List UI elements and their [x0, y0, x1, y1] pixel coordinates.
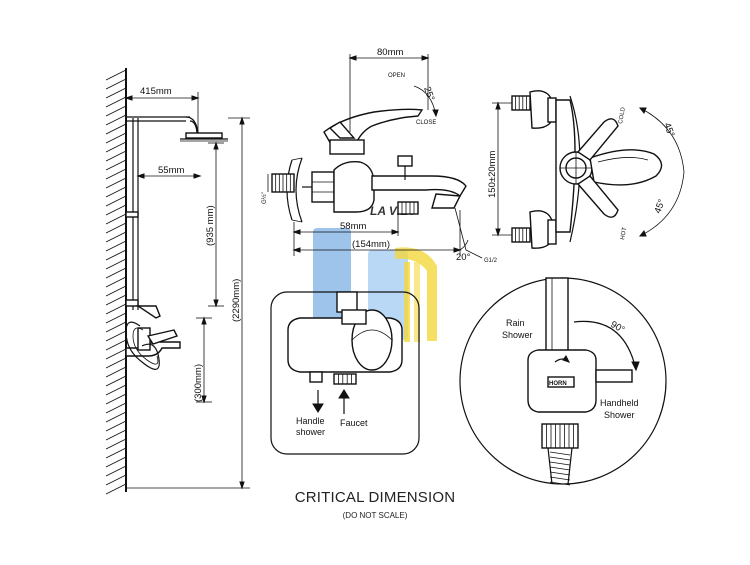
dim-outlet-angle: 20° [456, 252, 471, 263]
dim-handle-angle: 25° [421, 85, 436, 102]
faucet-front-view: 45° 45° COLD HOT 150±20mm [487, 90, 685, 249]
dim-spout-width: 80mm [377, 47, 403, 58]
label-handheld-shower-1: Handheld [600, 398, 639, 408]
dim-mixer-height: (300mm) [193, 364, 204, 402]
dim-rail-height: (935 mm) [205, 205, 216, 246]
label-rain-shower-1: Rain [506, 318, 525, 328]
dim-inlet-size: G½" [261, 192, 268, 204]
left-dimensions: 415mm 55mm (935 mm) (2290mm) (300mm) [124, 86, 250, 490]
label-handheld-shower-2: Shower [604, 410, 635, 420]
label-faucet: Faucet [340, 418, 368, 428]
label-rain-shower-2: Shower [502, 330, 533, 340]
label-small-callout: G1/2 [484, 258, 498, 264]
label-diverter: HORN [549, 381, 567, 387]
label-handle-shower-1: Handle [296, 416, 325, 426]
detail-box-outlets: Handle shower Faucet [270, 291, 420, 455]
dim-total-height: (2290mm) [231, 279, 242, 322]
label-cold: COLD [618, 106, 627, 124]
label-close: CLOSE [416, 120, 436, 126]
watermark-logo: LA VIET [313, 204, 437, 342]
label-handle-shower-2: shower [296, 427, 325, 437]
label-hot: HOT [620, 227, 628, 241]
faucet-side-view [271, 108, 467, 223]
label-open: OPEN [388, 73, 405, 79]
wall [105, 68, 127, 495]
diagram-subtitle: (DO NOT SCALE) [342, 511, 408, 520]
dim-hot-angle: 45° [652, 198, 667, 215]
faucet-side-dimensions: 80mm OPEN CLOSE 25° G½" 58mm (154mm) 20°… [261, 47, 498, 264]
dim-arm-drop: 55mm [158, 165, 184, 176]
dim-overall-length: (154mm) [352, 239, 390, 250]
dim-arm-length: 415mm [140, 86, 172, 97]
shower-column [125, 116, 228, 370]
diagram-title: CRITICAL DIMENSION [294, 489, 456, 506]
dim-centers: 150±20mm [487, 150, 498, 198]
detail-circle-diverter: HORN 90° Rain Shower Handheld Shower [459, 277, 667, 486]
dim-diverter-angle: 90° [609, 319, 627, 336]
dim-spout-depth: 58mm [340, 221, 366, 232]
dim-cold-angle: 45° [661, 121, 676, 138]
